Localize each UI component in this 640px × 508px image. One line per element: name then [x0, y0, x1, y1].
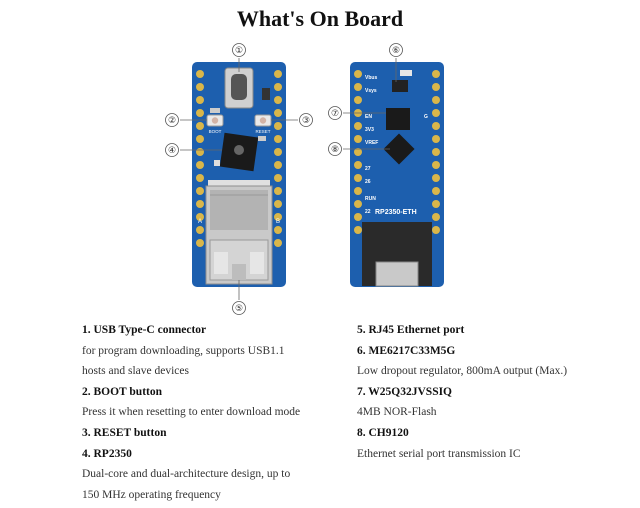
board-model-label: RP2350-ETH [375, 209, 417, 216]
reset-label: RESET [255, 129, 270, 134]
pin-27-label: 27 [365, 166, 371, 172]
boot-label: BOOT [209, 129, 222, 134]
back-board: Vbus Vsys EN 3V3 VREF 27 26 RUN 22 G RP2… [350, 62, 444, 287]
pin-g-label: G [424, 114, 428, 120]
item-1-line-2: hosts and slave devices [82, 365, 189, 378]
callout-3: ③ [302, 115, 310, 125]
board-illustrations: BOOT RESET A B [165, 43, 444, 315]
back-left-pin-pads [354, 70, 362, 234]
back-right-pin-pads [432, 70, 440, 234]
item-4-line-2: 150 MHz operating frequency [82, 488, 221, 501]
callout-5: ⑤ [235, 303, 243, 313]
pin-b-label: B [276, 219, 280, 225]
front-right-pin-pads [274, 70, 282, 247]
item-8-line-1: Ethernet serial port transmission IC [357, 447, 521, 460]
item-7-line-1: 4MB NOR-Flash [357, 406, 437, 419]
item-4-line-1: Dual-core and dual-architecture design, … [82, 468, 291, 481]
item-8-heading: 8. CH9120 [357, 426, 409, 439]
me6217-regulator [392, 80, 408, 92]
pin-a-label: A [198, 219, 202, 225]
ch9120-chip [383, 133, 415, 165]
callout-markers [180, 58, 397, 300]
item-6-line-1: Low dropout regulator, 800mA output (Max… [357, 365, 568, 378]
callout-2: ② [168, 115, 176, 125]
item-2-heading: 2. BOOT button [82, 385, 162, 398]
pin-run-label: RUN [365, 196, 376, 202]
item-2-line-1: Press it when resetting to enter downloa… [82, 406, 301, 419]
callout-numbers: ① ② ③ ④ ⑤ ⑥ ⑦ ⑧ [165, 43, 403, 315]
pin-vbus-label: Vbus [365, 75, 377, 81]
item-3-heading: 3. RESET button [82, 426, 167, 439]
front-left-pin-pads [196, 70, 204, 247]
description-column-right: 5. RJ45 Ethernet port 6. ME6217C33M5G Lo… [357, 320, 627, 464]
item-6-heading: 6. ME6217C33M5G [357, 344, 456, 357]
callout-1: ① [235, 45, 243, 55]
callout-8: ⑧ [331, 144, 339, 154]
front-board: BOOT RESET A B [192, 62, 286, 287]
item-1-heading: 1. USB Type-C connector [82, 324, 207, 336]
callout-4: ④ [168, 145, 176, 155]
item-5-heading: 5. RJ45 Ethernet port [357, 324, 465, 336]
pin-22-label: 22 [365, 209, 371, 215]
item-4-heading: 4. RP2350 [82, 447, 132, 460]
description-column-left: 1. USB Type-C connector for program down… [82, 320, 342, 505]
pin-3v3-label: 3V3 [365, 127, 374, 133]
callout-7: ⑦ [331, 108, 339, 118]
w25q32-flash-chip [386, 108, 410, 130]
pin-26-label: 26 [365, 179, 371, 185]
pin-vref-label: VREF [365, 140, 378, 146]
pin-en-label: EN [365, 114, 372, 120]
page-title: What's On Board [236, 6, 404, 31]
pin-vsys-label: Vsys [365, 88, 377, 94]
callout-6: ⑥ [392, 45, 400, 55]
item-1-line-1: for program downloading, supports USB1.1 [82, 344, 285, 357]
item-7-heading: 7. W25Q32JVSSIQ [357, 385, 453, 398]
